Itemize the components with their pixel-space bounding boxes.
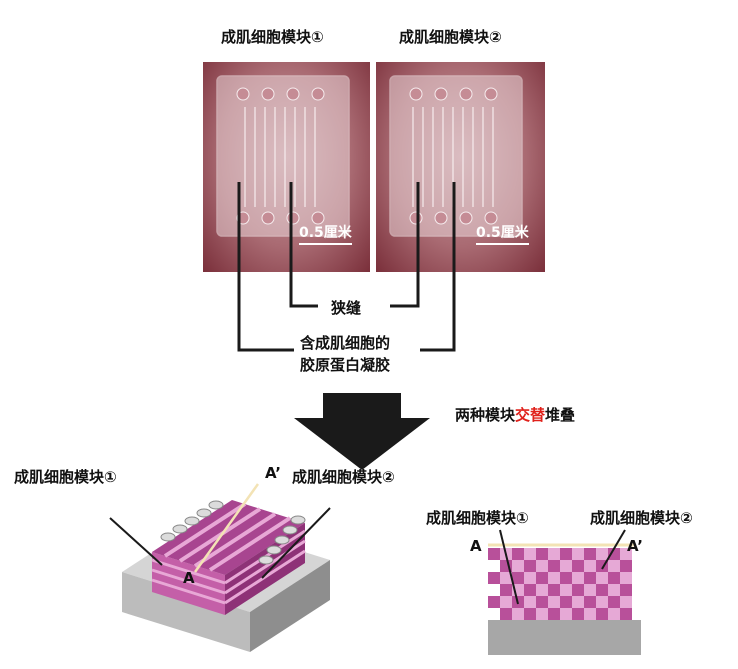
cross-section-cell <box>572 548 584 560</box>
cross-section-cell <box>620 560 632 572</box>
cross-section-cell <box>488 548 500 560</box>
cross-section-cell <box>536 560 548 572</box>
cross-section-cell <box>500 608 512 620</box>
gel-leader-right <box>420 182 454 350</box>
cross-section-cell <box>524 548 536 560</box>
stacking-highlight: 交替 <box>515 406 545 424</box>
cross-section-cell <box>488 572 500 584</box>
down-arrow-icon <box>294 393 430 470</box>
cross-section-cell <box>584 608 596 620</box>
cross-section-cell <box>584 584 596 596</box>
cross-section-cell <box>512 548 524 560</box>
gel-label-line1: 含成肌细胞的 <box>300 332 390 353</box>
cross-section-cell <box>536 608 548 620</box>
cross-section-cell <box>536 572 548 584</box>
cross-section-cell <box>584 572 596 584</box>
cross-section-cell <box>596 572 608 584</box>
cross-section-cell <box>584 560 596 572</box>
cross-section-cell <box>548 548 560 560</box>
cross-section-cell <box>536 596 548 608</box>
cross-section-cell <box>572 572 584 584</box>
slit-leader-left <box>291 182 318 306</box>
cross-section-cell <box>512 560 524 572</box>
cross-section-cell <box>572 608 584 620</box>
cross-section-cell <box>524 572 536 584</box>
cross-section-cell <box>572 596 584 608</box>
cross-section-cell <box>560 560 572 572</box>
cross-section-cell <box>596 584 608 596</box>
slit-label: 狭缝 <box>331 297 361 318</box>
cross-section-cell <box>548 584 560 596</box>
cs-a-label: A <box>470 537 482 555</box>
cross-section-cell <box>536 584 548 596</box>
cross-section-cell <box>620 608 632 620</box>
cross-section-cell <box>488 596 500 608</box>
stack-module1-leader <box>110 518 162 565</box>
gel-label-line2: 胶原蛋白凝胶 <box>300 354 390 375</box>
cross-section-cell <box>524 584 536 596</box>
cross-section-cell <box>524 560 536 572</box>
cross-section-cell <box>560 596 572 608</box>
cross-section-cell <box>524 608 536 620</box>
cross-section-cell <box>560 572 572 584</box>
cross-section-cell <box>584 548 596 560</box>
cross-section-cell <box>608 584 620 596</box>
cross-section-cell <box>524 596 536 608</box>
cs-module2-label: 成肌细胞模块② <box>590 507 693 528</box>
cross-section-cell <box>548 596 560 608</box>
cross-section-cell <box>596 548 608 560</box>
cross-section-cell <box>560 608 572 620</box>
cross-section-cell <box>596 596 608 608</box>
cross-section-cell <box>608 572 620 584</box>
cross-section-cell <box>512 608 524 620</box>
cross-section-cell <box>572 560 584 572</box>
cross-section-cell <box>608 560 620 572</box>
cross-section-cell <box>548 572 560 584</box>
cross-section-grid <box>488 548 632 620</box>
cross-section-cell <box>500 584 512 596</box>
cross-section-cell <box>548 608 560 620</box>
cross-section-cell <box>620 572 632 584</box>
cross-section-cell <box>620 596 632 608</box>
stacking-suffix: 堆叠 <box>545 406 575 424</box>
callout-leaders <box>239 182 454 350</box>
cs-module1-label: 成肌细胞模块① <box>426 507 529 528</box>
stack-module1-label: 成肌细胞模块① <box>14 466 117 487</box>
cross-section-cell <box>584 596 596 608</box>
cross-section-cell <box>560 548 572 560</box>
stacking-instruction: 两种模块交替堆叠 <box>455 404 575 425</box>
cross-section-cell <box>608 608 620 620</box>
cross-section-cell <box>608 596 620 608</box>
cross-section-illustration <box>488 530 641 655</box>
cross-section-cell <box>596 608 608 620</box>
stack-3d-illustration <box>110 484 330 652</box>
cross-section-base <box>488 620 641 655</box>
stack-a-label: A <box>183 569 195 587</box>
cs-a-prime-label: A’ <box>627 537 643 555</box>
cross-section-cell <box>560 584 572 596</box>
cross-section-cell <box>620 584 632 596</box>
cross-section-cell <box>536 548 548 560</box>
cross-section-cell <box>548 560 560 572</box>
gel-leader-left <box>239 182 294 350</box>
cross-section-cell <box>500 596 512 608</box>
cross-section-cell <box>572 584 584 596</box>
cross-section-cell <box>512 572 524 584</box>
stacking-prefix: 两种模块 <box>455 406 515 424</box>
stack-module2-label: 成肌细胞模块② <box>292 466 395 487</box>
slit-leader-right <box>390 182 418 306</box>
stack-a-prime-label: A’ <box>265 464 281 482</box>
